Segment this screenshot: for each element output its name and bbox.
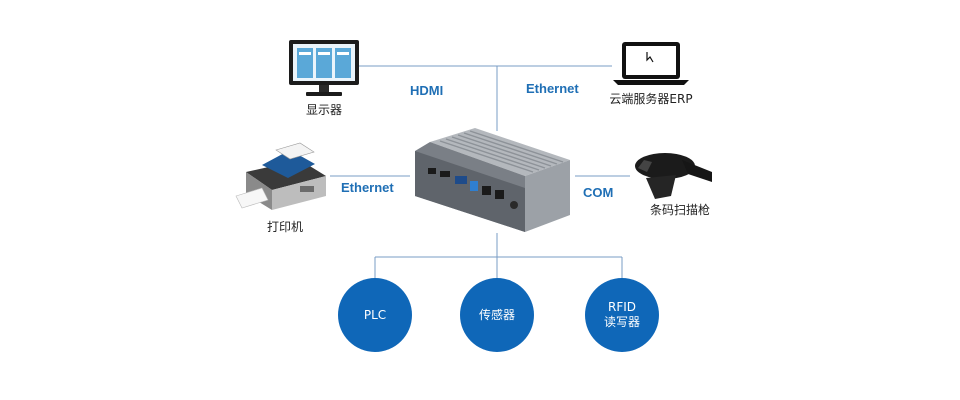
- printer-icon: [235, 142, 326, 210]
- ethernet-top-link-label: Ethernet: [526, 81, 579, 96]
- monitor-label: 显示器: [305, 103, 342, 117]
- rfid-label-line1: RFID: [607, 300, 637, 314]
- rfid-circle: RFID 读写器: [585, 278, 659, 352]
- printer-label: 打印机: [266, 220, 303, 234]
- scanner-label: 条码扫描枪: [649, 203, 710, 217]
- hdmi-link-label: HDMI: [410, 83, 444, 98]
- laptop-icon: [613, 42, 689, 85]
- sensor-circle: 传感器: [460, 278, 534, 352]
- laptop-label: 云端服务器ERP: [609, 92, 693, 106]
- rfid-label-line2: 读写器: [603, 315, 640, 329]
- industrial-pc-icon: [415, 128, 570, 232]
- com-link-label: COM: [583, 185, 614, 200]
- monitor-icon: [289, 40, 359, 96]
- ethernet-left-link-label: Ethernet: [341, 180, 394, 195]
- barcode-scanner-icon: [635, 153, 712, 199]
- sensor-label: 传感器: [478, 307, 515, 322]
- plc-label: PLC: [363, 307, 387, 322]
- plc-circle: PLC: [338, 278, 412, 352]
